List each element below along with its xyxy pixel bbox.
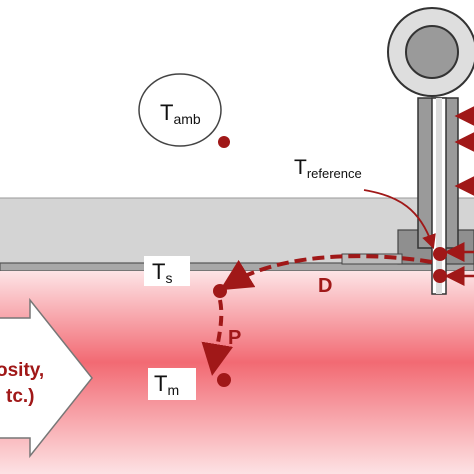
flow-arrow-text-2: tc.) — [6, 386, 35, 407]
t-s-label: Ts — [152, 259, 172, 286]
t-m-point — [217, 373, 231, 387]
t-amb-label: Tamb — [160, 100, 201, 127]
ground-layer — [0, 198, 474, 264]
t-ref-point — [433, 247, 447, 261]
t-m-label-box — [148, 368, 196, 400]
p-label: P — [228, 327, 241, 349]
t-amb-point — [218, 136, 230, 148]
sensor-core — [436, 98, 442, 294]
t-ref-label: Treference — [294, 156, 362, 181]
ambient-bubble — [138, 73, 222, 147]
d-conduction-arrow — [219, 254, 433, 291]
d-label: D — [318, 275, 332, 297]
t-ref-leader — [363, 189, 436, 250]
flow-arrow-text-1: osity, — [0, 360, 44, 381]
flow-arrow — [0, 297, 93, 459]
gauge-inner-icon — [405, 25, 459, 79]
t-s-label-box — [144, 256, 190, 286]
p-arrow — [201, 299, 234, 376]
fitting-flange — [341, 253, 403, 265]
t-m-label: Tm — [154, 371, 179, 398]
t-s-point — [213, 284, 227, 298]
sensor-point — [433, 269, 447, 283]
